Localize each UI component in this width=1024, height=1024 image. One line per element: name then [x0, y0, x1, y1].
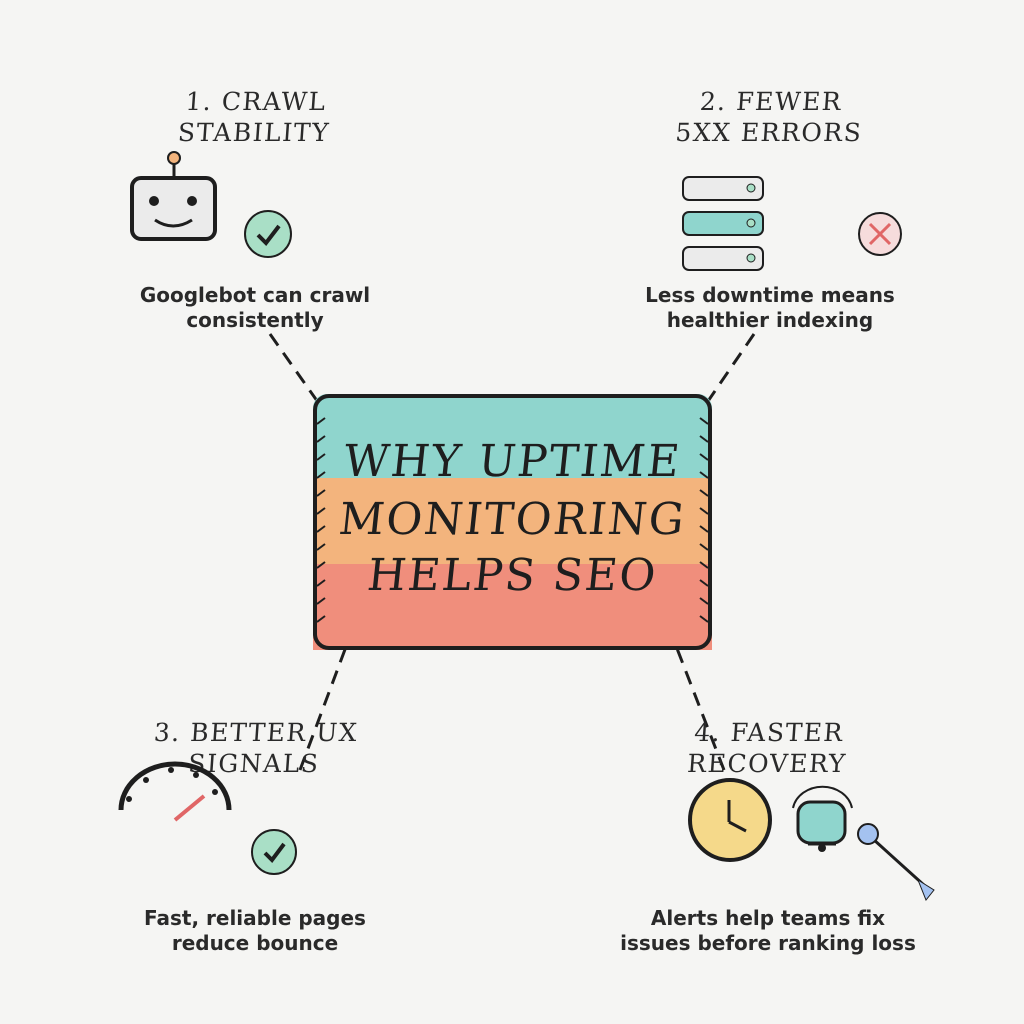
point-3-caption: Fast, reliable pages reduce bounce: [144, 906, 366, 955]
point-1-caption: Googlebot can crawl consistently: [139, 283, 371, 332]
band-teal: [313, 394, 712, 478]
point-2-caption: Less downtime means healthier indexing: [645, 283, 895, 332]
band-orange: [313, 478, 712, 564]
point-4-caption: Alerts help teams fix issues before rank…: [620, 906, 916, 955]
card-border: [313, 394, 712, 650]
band-salmon: [313, 564, 712, 650]
central-title-card: WHY UPTIME MONITORING HELPS SEO: [313, 394, 712, 650]
